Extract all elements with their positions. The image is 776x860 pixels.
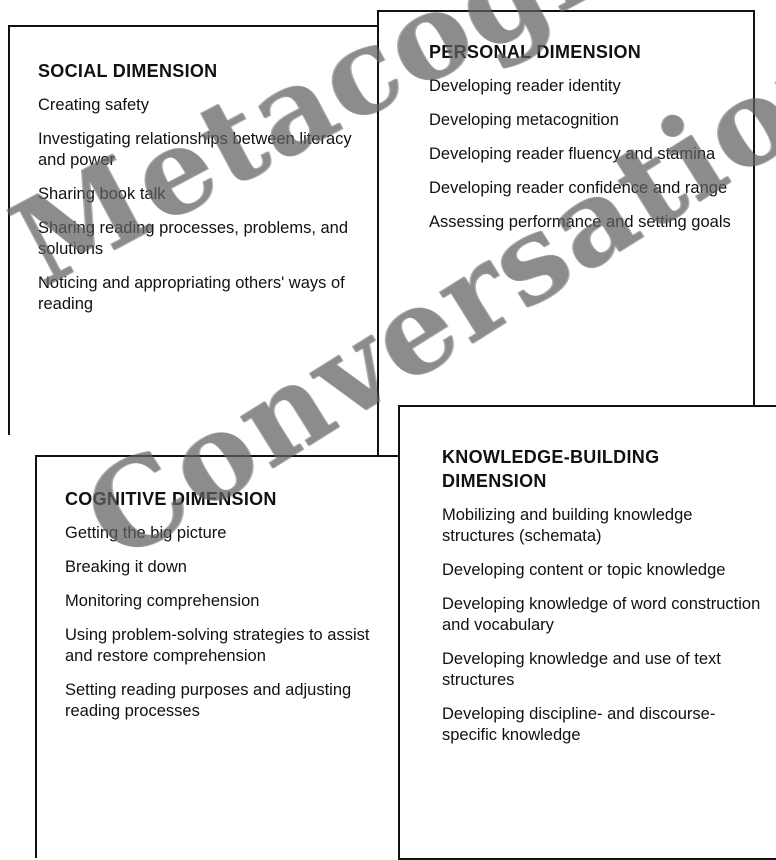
knowledge-building-dimension-box: KNOWLEDGE-BUILDING DIMENSION Mobilizing … xyxy=(398,405,776,860)
social-dimension-box: SOCIAL DIMENSION Creating safety Investi… xyxy=(8,25,408,435)
knowledge-building-dimension-heading: KNOWLEDGE-BUILDING DIMENSION xyxy=(442,447,660,491)
knowledge-item: Developing discipline- and discourse-spe… xyxy=(442,705,716,744)
knowledge-item: Mobilizing and building knowledge struct… xyxy=(442,506,693,545)
knowledge-item: Developing knowledge of word constructio… xyxy=(442,595,761,634)
cognitive-item: Breaking it down xyxy=(65,558,187,576)
personal-dimension-box: PERSONAL DIMENSION Developing reader ide… xyxy=(377,10,755,470)
personal-dimension-heading: PERSONAL DIMENSION xyxy=(429,42,642,62)
personal-item: Developing metacognition xyxy=(429,111,619,129)
knowledge-item: Developing knowledge and use of text str… xyxy=(442,650,721,689)
social-dimension-heading: SOCIAL DIMENSION xyxy=(38,61,218,81)
cognitive-item: Getting the big picture xyxy=(65,524,227,542)
social-item: Sharing reading processes, problems, and… xyxy=(38,219,349,258)
cognitive-item: Using problem-solving strategies to assi… xyxy=(65,626,370,665)
social-item: Sharing book talk xyxy=(38,185,166,203)
personal-item: Assessing performance and setting goals xyxy=(429,213,731,231)
cognitive-item: Monitoring comprehension xyxy=(65,592,260,610)
cognitive-dimension-box: COGNITIVE DIMENSION Getting the big pict… xyxy=(35,455,455,858)
personal-item: Developing reader confidence and range xyxy=(429,179,728,197)
personal-item: Developing reader identity xyxy=(429,77,621,95)
knowledge-item: Developing content or topic knowledge xyxy=(442,561,726,579)
personal-item: Developing reader fluency and stamina xyxy=(429,145,716,163)
social-item: Noticing and appropriating others' ways … xyxy=(38,274,345,313)
social-item: Creating safety xyxy=(38,96,149,114)
cognitive-dimension-heading: COGNITIVE DIMENSION xyxy=(65,489,277,509)
social-item: Investigating relationships between lite… xyxy=(38,130,352,169)
cognitive-item: Setting reading purposes and adjusting r… xyxy=(65,681,352,720)
